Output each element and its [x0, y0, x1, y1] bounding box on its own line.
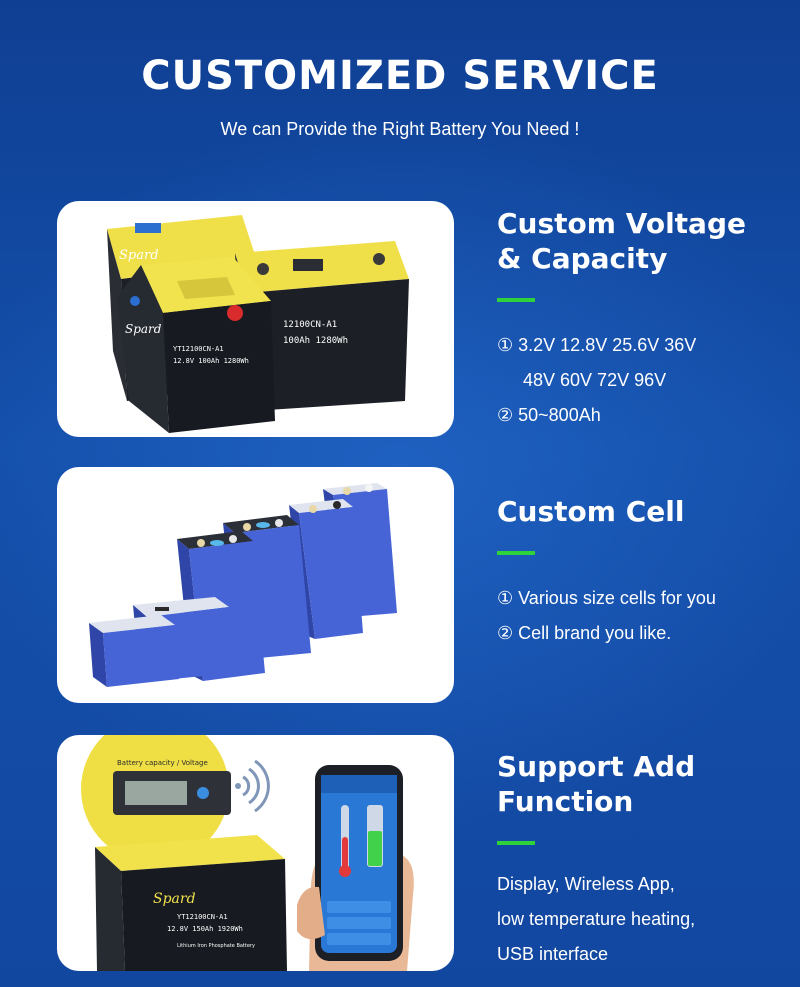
- display-label: Battery capacity / Voltage: [117, 759, 208, 767]
- cell-options-list: ① Various size cells for you ② Cell bran…: [497, 581, 797, 651]
- cells-image-card: [57, 467, 454, 703]
- battery-model: YT12100CN-A1: [177, 913, 228, 921]
- section-voltage-capacity: Custom Voltage & Capacity ① 3.2V 12.8V 2…: [497, 206, 797, 433]
- list-item: ① 3.2V 12.8V 25.6V 36V: [497, 335, 697, 355]
- functions-image-card: Battery capacity / Voltage Spard YT12100…: [57, 735, 454, 971]
- voltage-capacity-list: ① 3.2V 12.8V 25.6V 36V 48V 60V 72V 96V ②…: [497, 328, 797, 433]
- brand-logo-front: Spard: [125, 322, 162, 336]
- section-add-function: Support Add Function Display, Wireless A…: [497, 749, 797, 972]
- battery-packs-illustration: Spard 12100CN-A1 100Ah 1280Wh Spard YT12…: [107, 215, 409, 433]
- battery-front-model: YT12100CN-A1: [173, 345, 224, 353]
- functions-illustration: Battery capacity / Voltage Spard YT12100…: [81, 735, 414, 971]
- section-title-cell: Custom Cell: [497, 495, 685, 528]
- list-item: low temperature heating,: [497, 909, 696, 929]
- display-magnifier: Battery capacity / Voltage: [81, 735, 231, 863]
- page-title: CUSTOMIZED SERVICE: [141, 53, 659, 99]
- battery-sub: Lithium Iron Phosphate Battery: [177, 943, 255, 949]
- function-list: Display, Wireless App, low temperature h…: [497, 867, 797, 972]
- page-subtitle: We can Provide the Right Battery You Nee…: [220, 119, 580, 139]
- list-item: ① Various size cells for you: [497, 588, 716, 608]
- header: CUSTOMIZED SERVICE We can Provide the Ri…: [0, 52, 800, 140]
- accent-bar: [497, 551, 535, 555]
- accent-bar: [497, 298, 535, 302]
- brand-logo: Spard: [153, 891, 196, 907]
- list-item: USB interface: [497, 944, 609, 964]
- section-custom-cell: Custom Cell ① Various size cells for you…: [497, 494, 797, 651]
- battery-spec: 12.8V 150Ah 1920Wh: [167, 925, 243, 933]
- battery-front: Spard YT12100CN-A1 12.8V 100Ah 1280Wh: [117, 257, 275, 433]
- battery-with-display: Spard YT12100CN-A1 12.8V 150Ah 1920Wh Li…: [95, 835, 287, 971]
- section-title-function: Support Add Function: [497, 750, 696, 818]
- list-item: Display, Wireless App,: [497, 874, 675, 894]
- brand-logo-back: Spard: [119, 248, 159, 263]
- battery-pack-image-card: Spard 12100CN-A1 100Ah 1280Wh Spard YT12…: [57, 201, 454, 437]
- wireless-signal-icon: [235, 759, 270, 813]
- battery-right-spec: 100Ah 1280Wh: [283, 336, 348, 346]
- cells-illustration: [89, 483, 397, 687]
- phone-app: [297, 765, 414, 971]
- list-item: ② 50~800Ah: [497, 405, 601, 425]
- battery-front-spec: 12.8V 100Ah 1280Wh: [173, 357, 249, 365]
- cell-0-flat: [89, 615, 179, 687]
- list-item: 48V 60V 72V 96V: [523, 370, 667, 390]
- battery-right-model: 12100CN-A1: [283, 320, 337, 330]
- accent-bar: [497, 841, 535, 845]
- section-title-voltage: Custom Voltage & Capacity: [497, 207, 746, 275]
- list-item: ② Cell brand you like.: [497, 623, 672, 643]
